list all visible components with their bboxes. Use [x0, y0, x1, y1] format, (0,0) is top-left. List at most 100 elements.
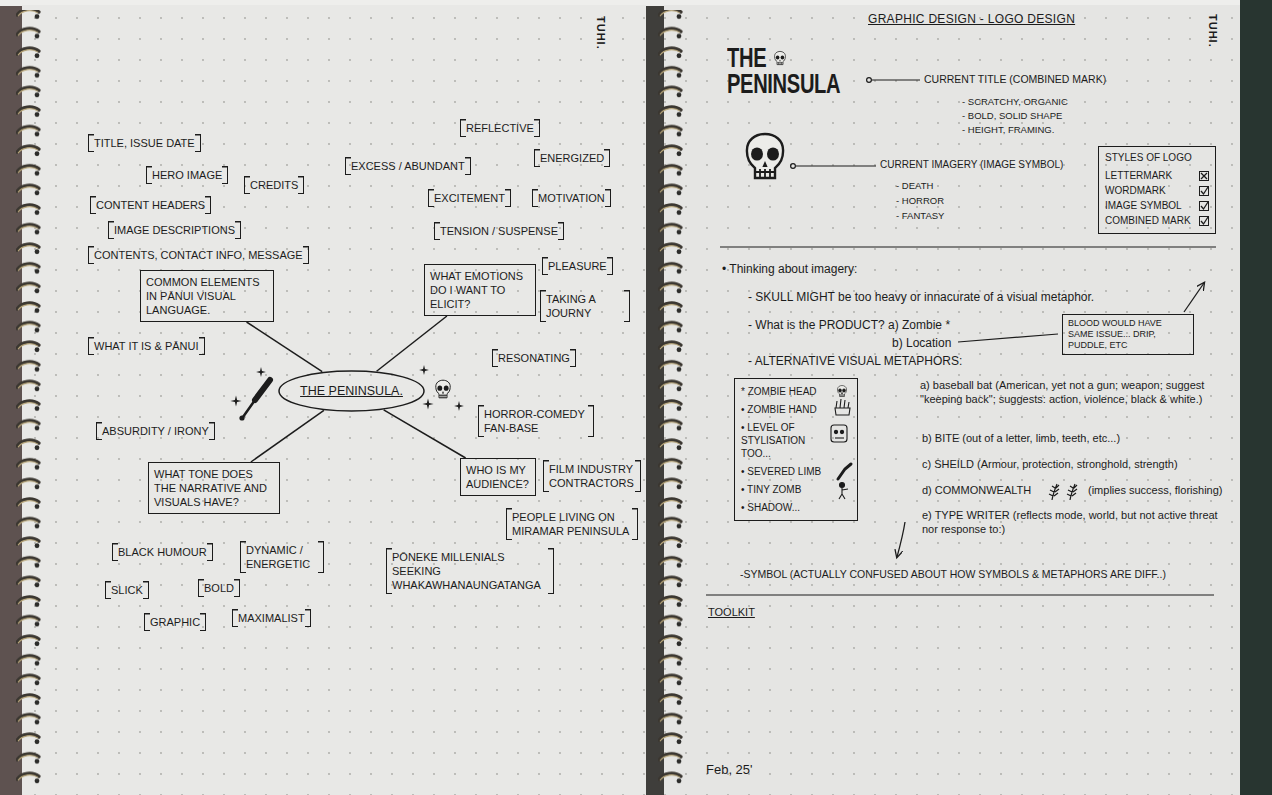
checkbox-mark — [1199, 216, 1209, 226]
node-text: PEOPLE LIVING ON MIRAMAR PENINSULA — [512, 510, 632, 538]
checklist-row: WORDMARK — [1105, 183, 1209, 198]
annotation: - HEIGHT, FRAMING. — [962, 124, 1054, 136]
checklist-row: COMBINED MARK — [1105, 213, 1209, 228]
bracket-note: HORROR-COMEDY FAN-BASE — [478, 405, 594, 437]
checklist-row: IMAGE SYMBOL — [1105, 198, 1209, 213]
note-arrow — [897, 522, 905, 557]
node-text: WHO IS MY AUDIENCE? — [466, 463, 530, 491]
bracket-note: PŌNEKE MILLENIALS SEEKING WHAKAWHANAUNGA… — [386, 548, 554, 594]
notebook-page — [22, 5, 646, 795]
bracket-note: REFLECTIVE — [460, 119, 540, 137]
zombie-sketch — [835, 437, 844, 438]
skull-doodle — [775, 51, 786, 64]
section-rule — [706, 594, 1214, 595]
logo-wordmark: PENINSULA — [727, 70, 840, 98]
node-text: HORROR-COMEDY FAN-BASE — [484, 407, 588, 435]
bracket-note: CREDITS — [244, 176, 304, 194]
bracket-note: CONTENTS, CONTACT INFO, MESSAGE — [88, 246, 309, 264]
node-text: WHAT EMOTIONS DO I WANT TO ELICIT? — [430, 269, 530, 311]
logo-wordmark: THE — [727, 44, 766, 72]
checkbox-mark — [1199, 186, 1208, 195]
checkbox-mark — [1199, 171, 1208, 180]
note-line: - What is the PRODUCT? a) Zombie * — [748, 318, 950, 333]
leader-line — [958, 334, 1058, 342]
node-text: CREDITS — [250, 178, 298, 192]
baseball-bat-doodle — [243, 400, 255, 417]
list-item: • SEVERED LIMB — [741, 465, 823, 478]
logo-style-option: LETTERMARK — [1105, 168, 1172, 183]
logo-style-option: COMBINED MARK — [1105, 213, 1191, 228]
note-arrow — [1184, 283, 1204, 312]
node-text: FILM INDUSTRY CONTRACTORS — [549, 462, 635, 490]
bracket-note: TENSION / SUSPENSE — [434, 222, 564, 240]
zombie-sketch — [840, 430, 843, 433]
note-line: (implies success, florishing) — [1088, 484, 1222, 498]
bracket-note: EXCESS / ABUNDANT — [345, 157, 471, 175]
checkbox-mark — [1199, 186, 1209, 196]
node-text: REFLECTIVE — [466, 121, 534, 135]
list-item: • TINY ZOMB — [741, 483, 823, 496]
list-item: • SHADOW... — [741, 501, 823, 514]
node-text: RESONATING — [498, 351, 570, 365]
bracket-note: MAXIMALIST — [232, 609, 311, 627]
node-text: SLICK — [111, 583, 143, 597]
section-rule — [706, 247, 1216, 595]
question-box: WHAT TONE DOES THE NARRATIVE AND VISUALS… — [148, 462, 280, 514]
node-text: WHAT TONE DOES THE NARRATIVE AND VISUALS… — [154, 467, 274, 509]
checkbox-mark — [1199, 171, 1209, 181]
central-topic-oval: THE PENINSULA. — [278, 370, 425, 412]
question-box: COMMON ELEMENTS IN PĀNUI VISUAL LANGUAGE… — [140, 270, 274, 322]
node-text: HERO IMAGE — [152, 168, 222, 182]
note-line: e) TYPE WRITER (reflects mode, world, bu… — [922, 508, 1222, 536]
leader-line — [872, 79, 920, 80]
checkbox-mark — [1201, 173, 1207, 179]
logo-style-option: WORDMARK — [1105, 183, 1166, 198]
node-text: TENSION / SUSPENSE — [440, 224, 558, 238]
mind-map-branch — [247, 322, 323, 372]
list-item: * ZOMBIE HEAD — [741, 385, 823, 398]
node-text: MOTIVATION — [538, 191, 605, 205]
list-item: • LEVEL OF STYLISATION TOO... — [741, 421, 823, 460]
skull-doodle — [436, 380, 450, 398]
note-line: b) Location — [892, 336, 951, 351]
sparkle-doodle — [419, 365, 429, 375]
checklist-row: LETTERMARK — [1105, 168, 1209, 183]
bracket-note: IMAGE DESCRIPTIONS — [108, 221, 241, 239]
bracket-note: GRAPHIC — [144, 613, 206, 631]
annotation: - HORROR — [896, 195, 944, 207]
node-text: GRAPHIC — [150, 615, 200, 629]
bracket-note: CONTENT HEADERS — [90, 196, 211, 214]
section-rule — [720, 246, 1216, 247]
brand-mark: TUHI. — [1205, 14, 1219, 48]
leaf-sprig — [1067, 484, 1077, 500]
list-item: • ZOMBIE HAND — [741, 403, 823, 416]
node-text: TITLE, ISSUE DATE — [94, 136, 195, 150]
checkbox-mark — [1199, 216, 1208, 225]
bracket-note: TAKING A JOURNY — [540, 290, 630, 322]
notebook-page — [22, 5, 1240, 795]
zombie-sketch — [837, 386, 846, 397]
node-text: PLEASURE — [548, 259, 607, 273]
bracket-note: EXCITEMENT — [428, 189, 511, 207]
page-title: GRAPHIC DESIGN - LOGO DESIGN — [868, 12, 1075, 27]
mind-map-branch — [377, 316, 447, 371]
baseball-bat-doodle — [239, 415, 244, 420]
sparkle-doodle — [256, 367, 266, 377]
node-text: THE PENINSULA. — [300, 384, 403, 399]
checkbox-mark — [1201, 187, 1208, 194]
node-text: DYNAMIC / ENERGETIC — [246, 543, 318, 571]
node-text: EXCESS / ABUNDANT — [351, 159, 465, 173]
bracket-note: PEOPLE LIVING ON MIRAMAR PENINSULA — [506, 508, 638, 540]
zombie-sketch — [840, 483, 845, 488]
baseball-bat-doodle — [255, 380, 270, 400]
bracket-note: BLACK HUMOUR — [112, 543, 213, 561]
spiral-binding — [658, 10, 684, 790]
notebook-page — [664, 5, 1240, 795]
bracket-note: FILM INDUSTRY CONTRACTORS — [543, 460, 641, 492]
bracket-note: BOLD — [198, 579, 240, 597]
leader-line — [796, 165, 876, 166]
notebook-page — [664, 5, 1240, 795]
node-text: CONTENT HEADERS — [96, 198, 205, 212]
baseball-bat-doodle — [239, 380, 270, 421]
